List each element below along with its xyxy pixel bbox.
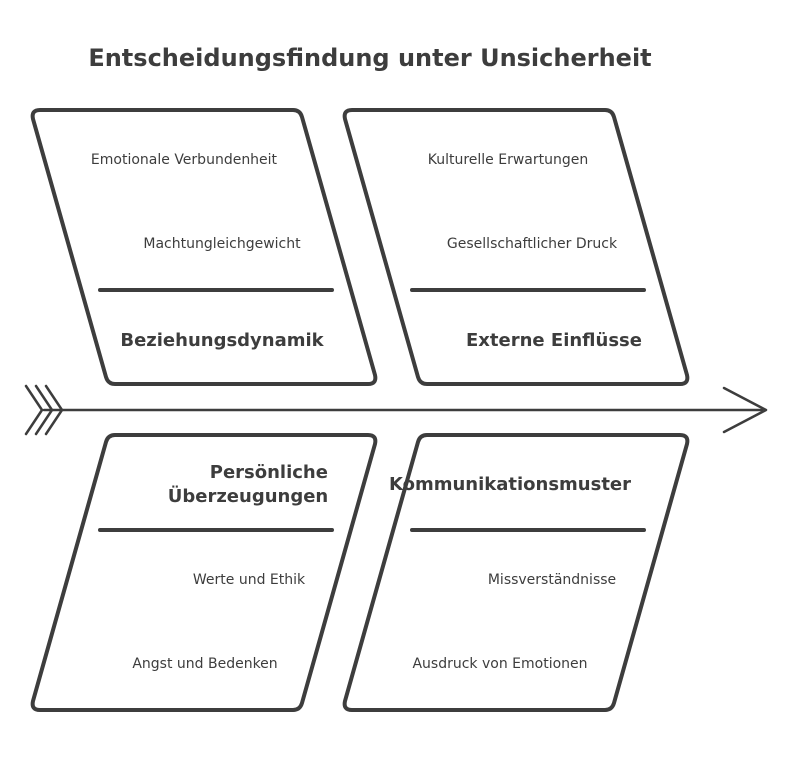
category-box-persoenliche-ueberzeugungen <box>30 433 378 712</box>
cause-label: Werte und Ethik <box>193 572 306 588</box>
category-beziehungsdynamik: Beziehungsdynamik Emotionale Verbundenhe… <box>30 108 378 386</box>
category-label: Externe Einflüsse <box>466 330 642 351</box>
spine-tail-mark <box>34 384 54 436</box>
spine-arrow <box>24 384 768 436</box>
diagram-title: Entscheidungsfindung unter Unsicherheit <box>88 44 651 72</box>
category-label: Persönliche Überzeugungen <box>168 462 335 507</box>
cause-label: Kulturelle Erwartungen <box>428 152 589 168</box>
category-label-line: Persönliche <box>210 462 328 483</box>
cause-label: Gesellschaftlicher Druck <box>447 236 618 252</box>
category-label-line: Überzeugungen <box>168 485 329 507</box>
category-box-externe-einfluesse <box>342 108 690 386</box>
spine-tail-mark <box>44 384 64 436</box>
category-label: Beziehungsdynamik <box>120 330 324 351</box>
cause-label: Missverständnisse <box>488 572 616 588</box>
spine-arrow-head <box>722 386 768 434</box>
category-label-line: Externe Einflüsse <box>466 330 642 351</box>
spine-tail-mark <box>24 384 44 436</box>
category-label-line: Beziehungsdynamik <box>120 330 324 351</box>
category-kommunikationsmuster: Kommunikationsmuster Missverständnisse A… <box>342 433 690 712</box>
category-externe-einfluesse: Externe Einflüsse Kulturelle Erwartungen… <box>342 108 690 386</box>
cause-label: Ausdruck von Emotionen <box>412 656 587 672</box>
cause-label: Machtungleichgewicht <box>143 236 301 252</box>
category-box-kommunikationsmuster <box>342 433 690 712</box>
category-label: Kommunikationsmuster <box>389 474 631 495</box>
category-label-line: Kommunikationsmuster <box>389 474 631 495</box>
cause-label: Emotionale Verbundenheit <box>91 152 278 168</box>
cause-label: Angst und Bedenken <box>132 656 277 672</box>
category-box-beziehungsdynamik <box>30 108 378 386</box>
category-persoenliche-ueberzeugungen: Persönliche Überzeugungen Werte und Ethi… <box>30 433 378 712</box>
